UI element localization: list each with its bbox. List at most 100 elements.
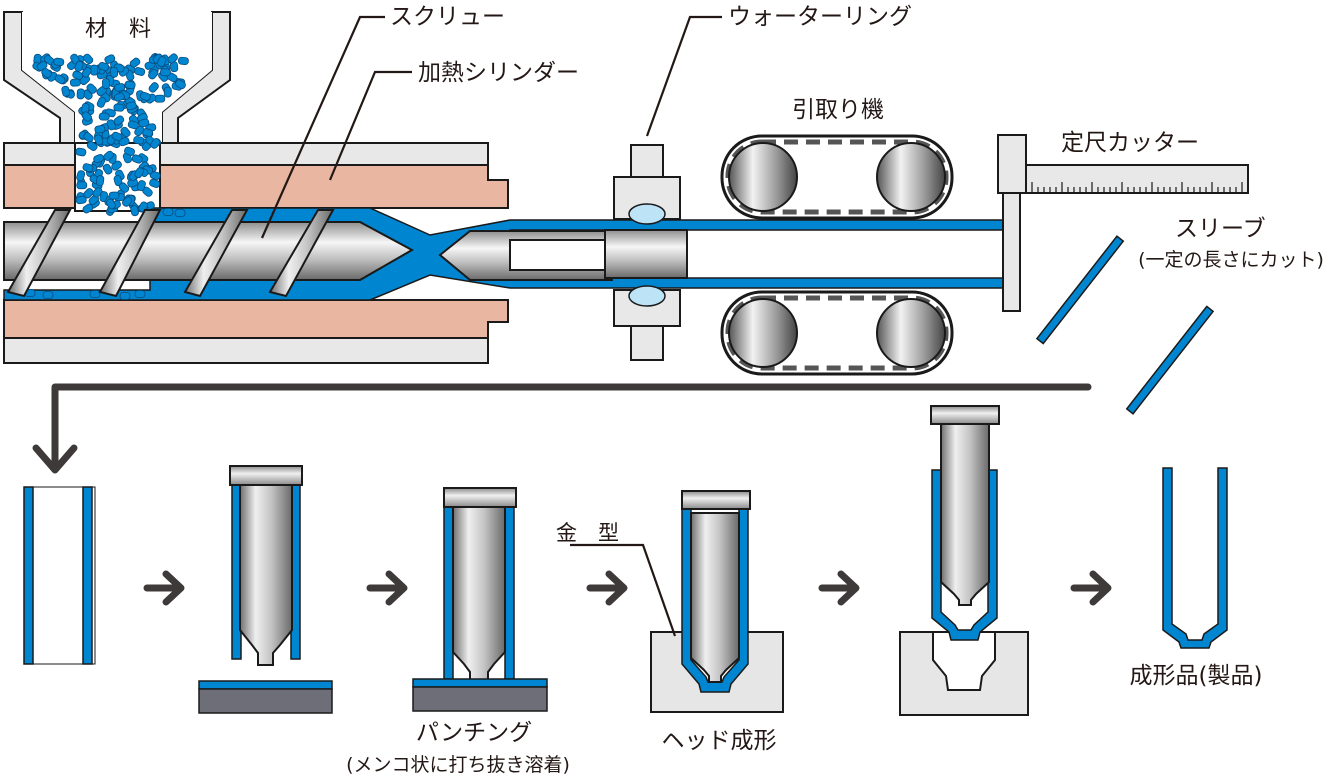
pellet	[148, 68, 159, 80]
step-demolding	[899, 405, 1029, 716]
pellet	[129, 57, 141, 68]
pellet	[76, 181, 88, 190]
sleeve-note: (一定の長さにカット)	[1138, 249, 1324, 271]
pellet	[174, 209, 186, 217]
pellet	[42, 291, 54, 299]
step-sleeve	[23, 486, 96, 665]
pellet	[103, 150, 114, 161]
pellet	[41, 67, 52, 79]
sleeve-label: スリーブ	[1175, 216, 1266, 242]
pellet	[124, 146, 135, 156]
step-insert-mandrel	[198, 465, 333, 714]
material-pellets	[24, 52, 189, 300]
heated-cylinder-label: 加熱シリンダー	[418, 60, 579, 86]
step-head-forming	[650, 490, 784, 713]
pellet	[113, 92, 125, 102]
pellet	[163, 86, 172, 98]
pellet	[104, 54, 116, 64]
die-mandrel	[438, 229, 688, 281]
pellet	[122, 196, 133, 207]
water-ring-label: ウォーターリング	[728, 4, 912, 30]
pellet	[86, 141, 98, 151]
pellet	[82, 203, 94, 214]
pellet	[102, 163, 113, 175]
pellet	[72, 70, 84, 80]
pellet	[167, 53, 178, 64]
pellet	[96, 96, 107, 108]
pellet	[114, 83, 126, 92]
pellet	[89, 290, 101, 298]
pellet	[94, 125, 106, 134]
pellet	[139, 91, 151, 101]
right-arrow-icon	[366, 570, 408, 606]
pellet	[118, 182, 130, 193]
pellet	[76, 88, 85, 100]
pellet	[98, 112, 110, 121]
pellet	[82, 163, 94, 173]
pellet	[101, 78, 111, 90]
right-arrow-icon	[1070, 570, 1112, 606]
pellet	[81, 111, 92, 122]
pellet	[177, 56, 189, 65]
pellet	[120, 126, 131, 138]
pellet	[136, 180, 146, 192]
pellet	[124, 80, 136, 90]
leader-lines	[260, 15, 722, 637]
haul-off-unit	[720, 134, 954, 376]
sleeve-piece	[1035, 235, 1215, 415]
haul-off-label: 引取り機	[792, 97, 884, 123]
pellet	[113, 103, 125, 112]
pellet	[53, 57, 65, 67]
pellet	[148, 82, 159, 93]
pellet	[75, 195, 87, 205]
right-arrow-icon	[143, 570, 185, 606]
pellet	[75, 147, 87, 157]
pellet	[125, 101, 137, 111]
pellet	[92, 187, 103, 198]
pellet	[86, 83, 97, 94]
cutter-label: 定尺カッター	[1061, 130, 1199, 156]
pellet	[83, 188, 94, 199]
pellet	[127, 120, 139, 130]
pellet	[69, 78, 81, 87]
pellet	[162, 208, 174, 216]
pellet	[159, 68, 171, 77]
product-label: 成形品(製品)	[1130, 663, 1263, 689]
pellet	[134, 67, 146, 76]
pellet	[111, 131, 123, 142]
length-cutter	[997, 134, 1249, 312]
pellet	[54, 74, 66, 85]
step-punching	[412, 487, 548, 712]
pellet	[98, 62, 110, 71]
return-flow-arrow	[32, 383, 1092, 474]
screw-label: スクリュー	[390, 4, 505, 30]
pellet	[94, 134, 104, 146]
pellet	[61, 85, 71, 97]
pellet	[149, 178, 161, 188]
right-arrow-icon	[818, 570, 860, 606]
pellet	[76, 170, 86, 182]
pellet	[134, 290, 146, 298]
material-label: 材 料	[85, 17, 151, 42]
pellet	[118, 137, 130, 147]
pellet	[131, 154, 143, 164]
pellet	[95, 175, 105, 187]
head-forming-label: ヘッド成形	[662, 728, 777, 754]
pellet	[106, 198, 116, 210]
step-product	[1162, 467, 1228, 649]
pellet	[157, 56, 167, 68]
water-ring	[613, 144, 681, 361]
mold-label: 金 型	[556, 521, 619, 545]
pellet	[113, 115, 125, 126]
screw	[3, 209, 415, 298]
pellet	[108, 191, 120, 200]
pellet	[138, 118, 150, 128]
punching-label: パンチング	[416, 720, 532, 746]
pellet	[134, 125, 145, 137]
punching-note: (メンコ状に打ち抜き溶着)	[346, 754, 570, 776]
pellet	[130, 205, 139, 217]
pellet	[150, 138, 161, 149]
pellet	[175, 79, 186, 90]
pellet	[82, 53, 94, 65]
pellet	[119, 292, 131, 300]
